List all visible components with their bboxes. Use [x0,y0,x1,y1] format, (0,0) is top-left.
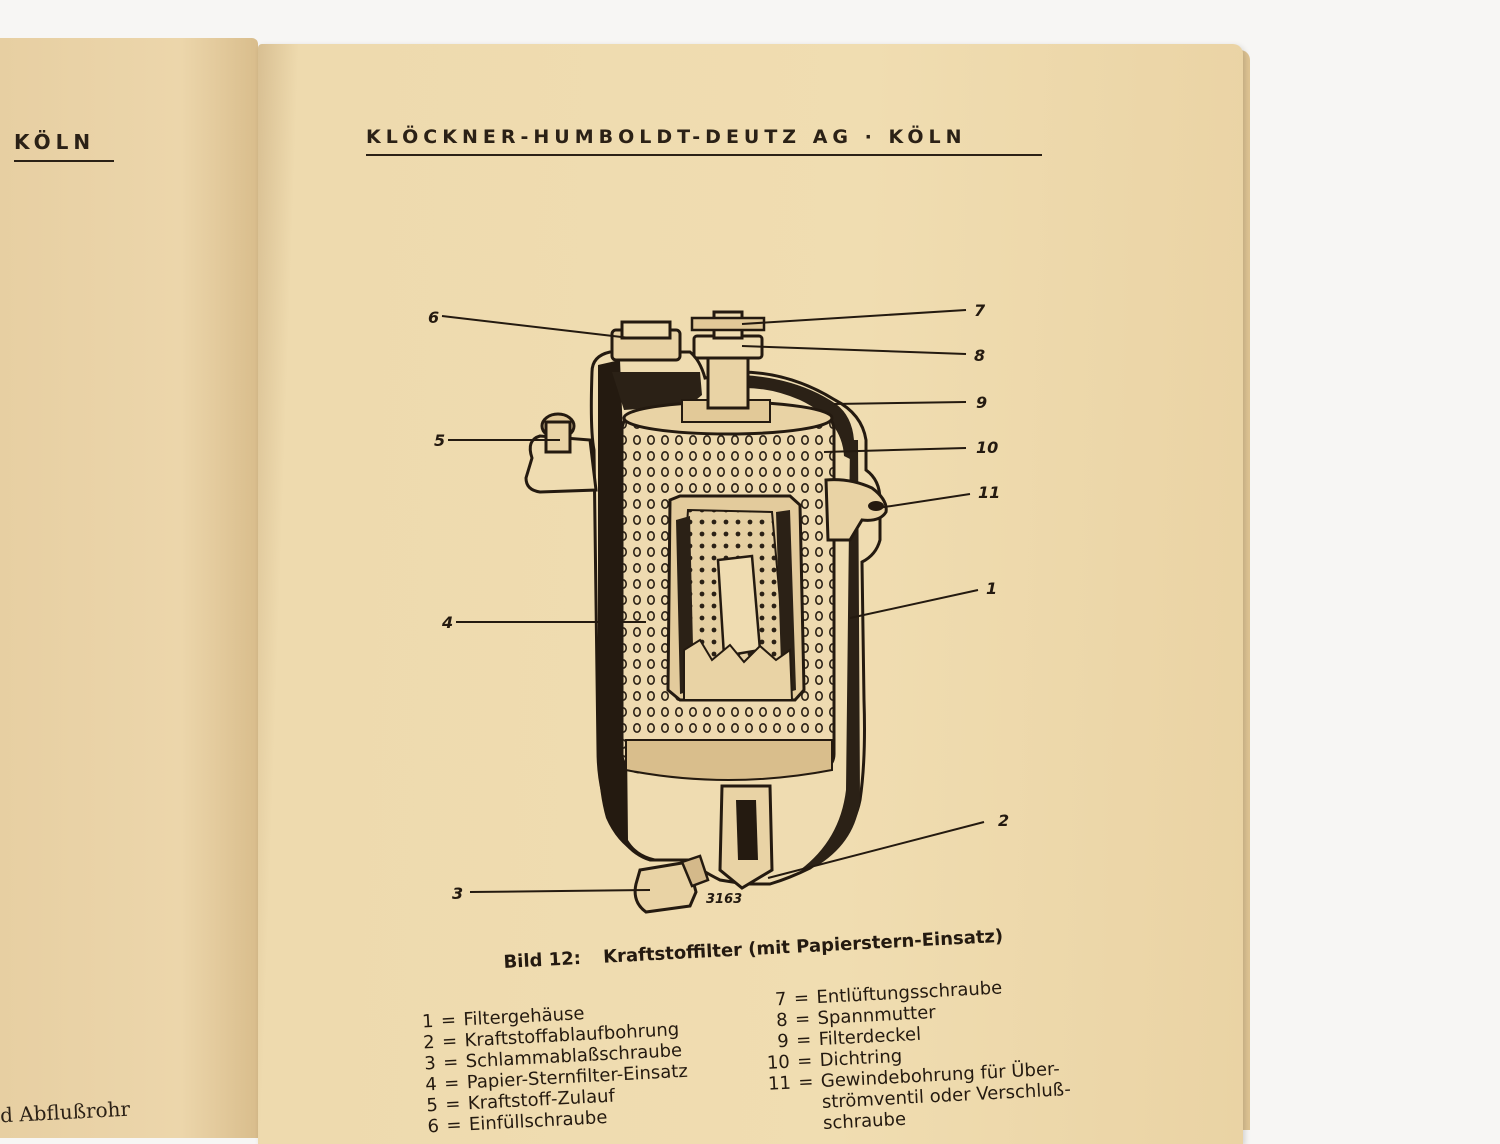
legend-right: 7=Entlüftungsschraube 8=Spannmutter 9=Fi… [762,974,1072,1137]
callout-2: 2 [998,811,1009,830]
callout-11: 11 [978,483,1000,502]
legend-left: 1=Filtergehäuse 2=Kraftstoffablaufbohrun… [413,998,691,1138]
callout-10: 10 [976,438,998,457]
left-page [0,38,258,1138]
callout-6: 6 [428,308,439,327]
callout-4: 4 [441,613,453,632]
callout-5: 5 [434,431,445,450]
callout-3: 3 [452,884,463,903]
callout-1: 1 [986,579,997,598]
page-header: KLÖCKNER-HUMBOLDT-DEUTZ AG · KÖLN [366,126,1042,156]
caption-number: Bild 12: [503,947,582,973]
callout-8: 8 [974,346,985,365]
callout-9: 9 [976,393,987,412]
figure-number: 3163 [706,892,742,907]
callout-7: 7 [974,301,986,320]
left-page-header: KÖLN [14,130,114,162]
